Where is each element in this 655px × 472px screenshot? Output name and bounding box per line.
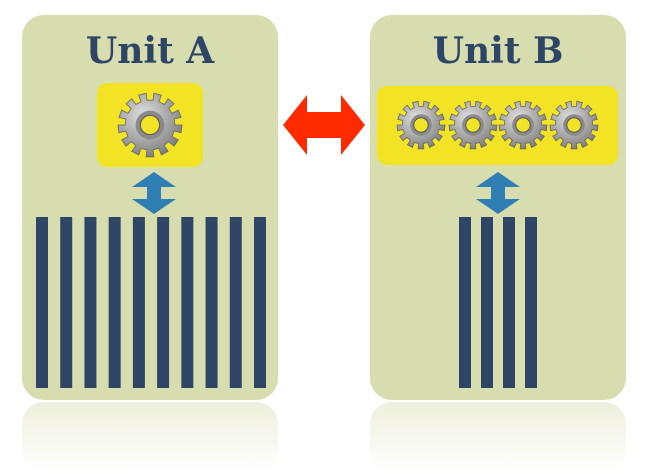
gear-icon — [396, 100, 446, 150]
gear-icon — [117, 92, 183, 158]
memory-bars — [36, 217, 266, 388]
unit-b-card: Unit B — [370, 15, 626, 472]
unit-title: Unit A — [86, 30, 215, 72]
card-reflection — [22, 402, 278, 472]
unit-a-card: Unit A — [22, 15, 278, 472]
memory-bar — [481, 217, 493, 388]
memory-bar — [181, 217, 194, 388]
memory-bar — [132, 217, 145, 388]
gear-icon — [448, 100, 498, 150]
gear-icon — [549, 100, 599, 150]
memory-bar — [60, 217, 73, 388]
memory-bar — [84, 217, 97, 388]
bidirectional-arrow-icon — [476, 172, 520, 214]
memory-bar — [36, 217, 48, 388]
memory-bar — [108, 217, 121, 388]
gear-group — [396, 100, 599, 150]
memory-bar — [503, 217, 515, 388]
exchange-arrow-icon — [283, 95, 365, 155]
gear-icon — [498, 100, 548, 150]
card-reflection — [370, 402, 626, 472]
bidirectional-arrow-icon — [132, 172, 176, 214]
memory-bar — [157, 217, 170, 388]
memory-bar — [205, 217, 218, 388]
processor-box — [377, 86, 618, 165]
unit-title: Unit B — [433, 30, 564, 72]
memory-bar — [459, 217, 471, 388]
memory-bar — [229, 217, 242, 388]
gear-group — [117, 92, 183, 158]
memory-bars — [459, 217, 537, 388]
memory-bar — [254, 217, 266, 388]
memory-bar — [525, 217, 537, 388]
